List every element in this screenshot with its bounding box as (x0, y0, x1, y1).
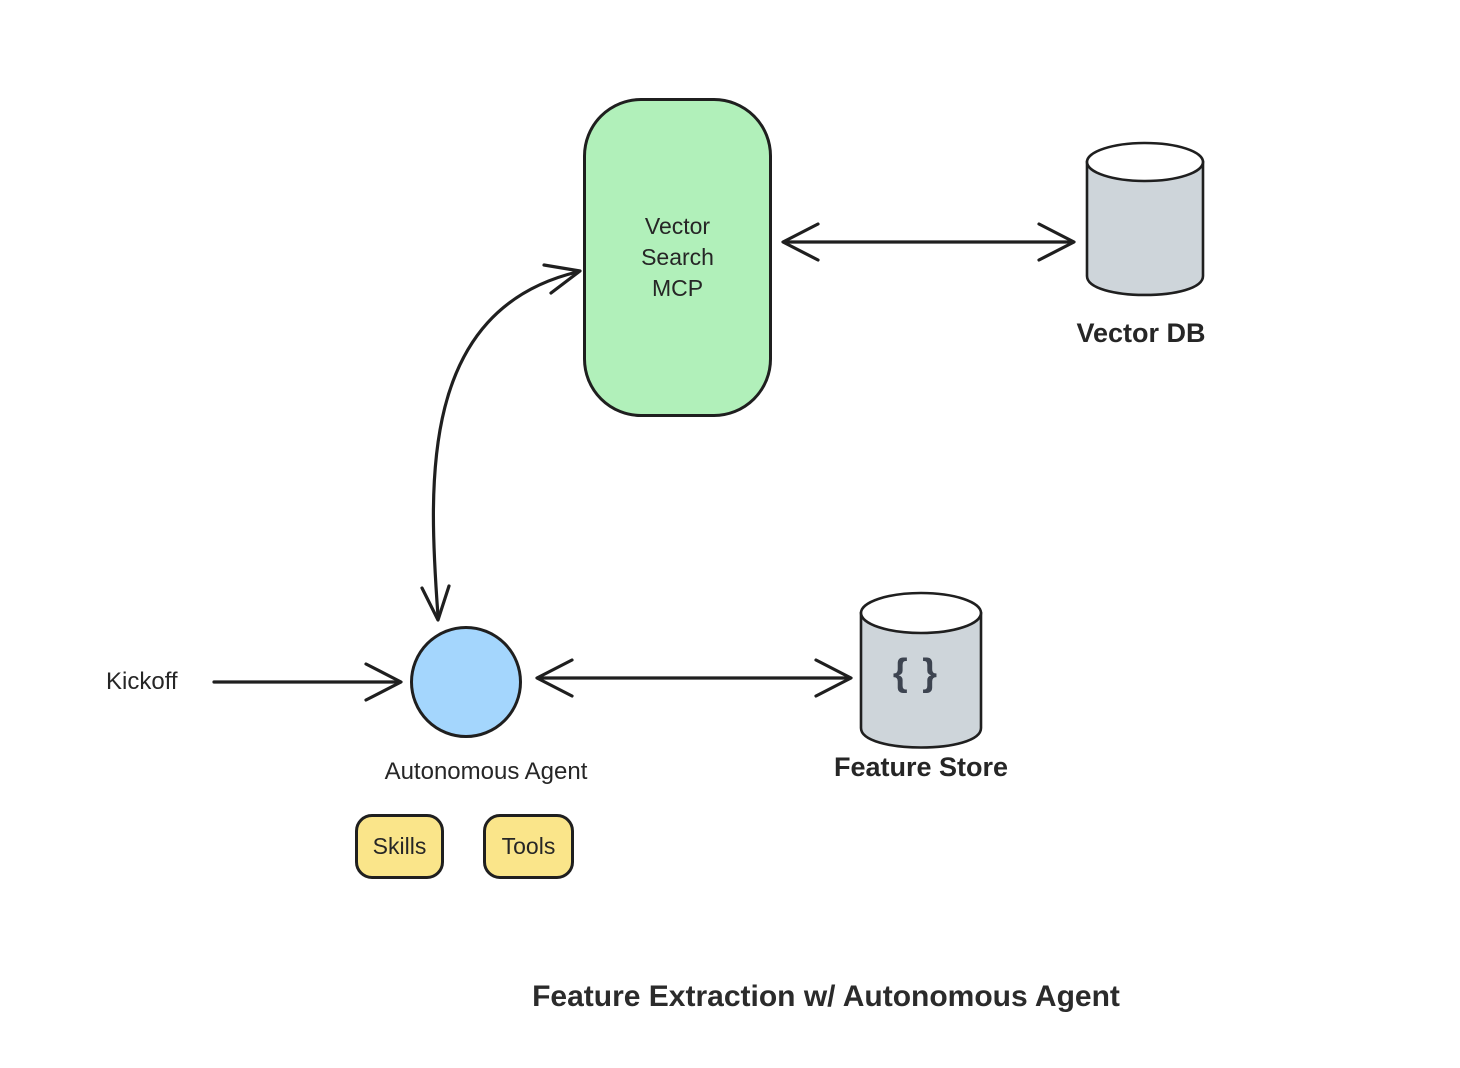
edge-mcp-to-vectordb[interactable] (781, 222, 1076, 262)
node-autonomous-agent[interactable] (410, 626, 522, 738)
node-vector-db[interactable] (1084, 140, 1206, 304)
edge-agent-to-featurestore[interactable] (535, 658, 853, 698)
cylinder-top-ellipse (859, 591, 983, 635)
node-feature-store[interactable] (858, 590, 986, 758)
edge-agent-to-mcp-curved[interactable] (420, 263, 582, 622)
cylinder-top-ellipse (1085, 141, 1205, 183)
feature-store-label: Feature Store (833, 752, 1009, 782)
database-cylinder-icon (859, 611, 983, 749)
vector-search-mcp-label: Vector Search MCP (641, 213, 714, 301)
database-cylinder-icon (1085, 160, 1205, 297)
tools-label: Tools (501, 833, 556, 859)
diagram-title: Feature Extraction w/ Autonomous Agent (532, 980, 1120, 1013)
kickoff-label: Kickoff (106, 668, 178, 695)
autonomous-agent-label: Autonomous Agent (384, 758, 588, 785)
chip-skills[interactable]: Skills (355, 814, 444, 879)
node-vector-search-mcp[interactable]: Vector Search MCP (583, 98, 772, 417)
chip-tools[interactable]: Tools (483, 814, 574, 879)
edge-kickoff-to-agent[interactable] (212, 662, 403, 702)
braces-glyph: { } (892, 652, 940, 694)
vector-db-label: Vector DB (1076, 318, 1206, 348)
skills-label: Skills (372, 833, 427, 859)
